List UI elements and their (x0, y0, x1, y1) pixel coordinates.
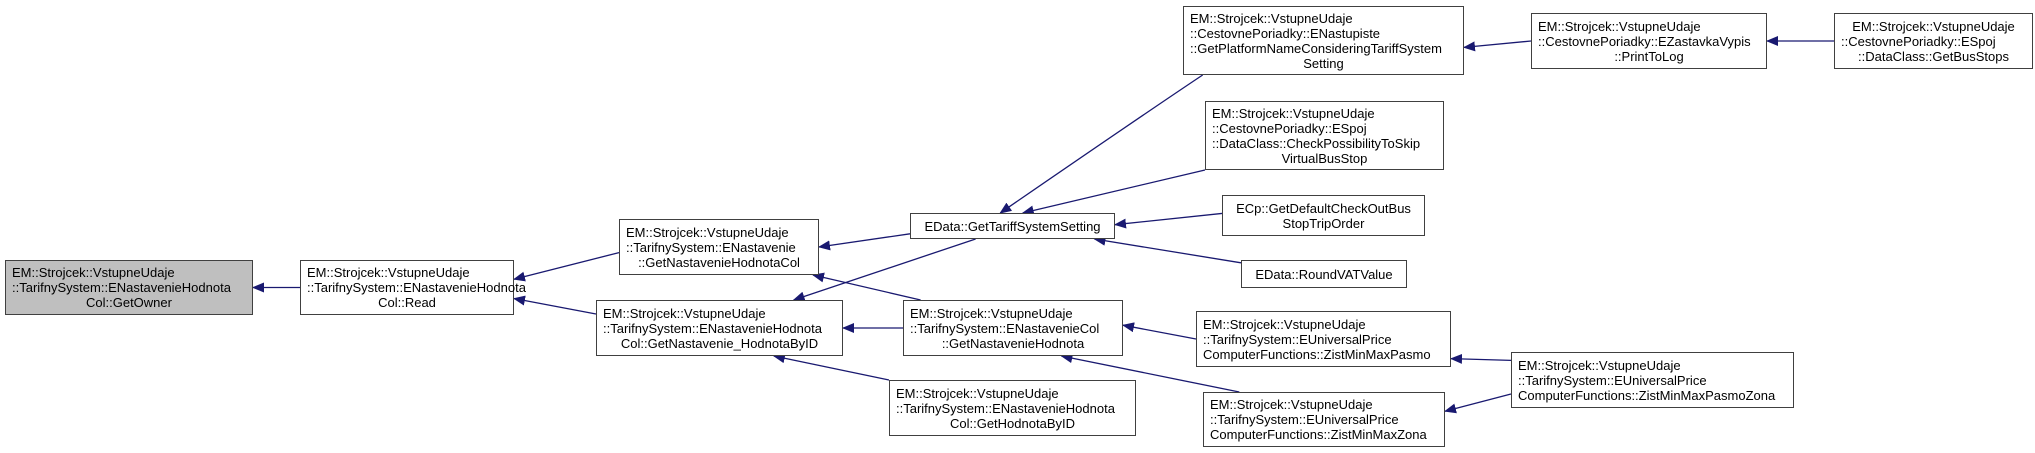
node-getnastaveniehodnota[interactable]: EM::Strojcek::VstupneUdaje ::TarifnySyst… (903, 300, 1123, 356)
node-label-line: VirtualBusStop (1281, 150, 1368, 166)
node-label-line: Col::Read (378, 295, 436, 310)
node-roundvatvalue[interactable]: EData::RoundVATValue (1241, 260, 1407, 288)
node-label-line: EM::Strojcek::VstupneUdaje (1212, 105, 1375, 121)
node-label-line: EM::Strojcek::VstupneUdaje (1190, 10, 1353, 26)
edge-printtolog-to-getplatformname (1463, 40, 1532, 52)
node-label-line: ::TarifnySystem::ENastavenieHodnota (603, 320, 822, 336)
node-label-line: ::GetPlatformNameConsideringTariffSystem (1190, 40, 1442, 56)
edge-getnastavenie_hodnotabyid-to-read (513, 295, 597, 315)
edge-getnastaveniehodnota-to-getnastaveniehodnotacol (812, 272, 921, 301)
node-label-line: ::PrintToLog (1614, 48, 1684, 64)
node-label-line: EM::Strojcek::VstupneUdaje (1538, 18, 1701, 34)
node-label-line: Col::GetHodnotaByID (949, 415, 1075, 431)
node-label-line: ECp::GetDefaultCheckOutBus (1236, 200, 1411, 216)
node-getbusstops[interactable]: EM::Strojcek::VstupneUdaje ::CestovnePor… (1834, 13, 2033, 69)
edge-getplatformname-to-gettariffsystemsetting (999, 74, 1204, 214)
edge-zistminmaxzona-to-getnastaveniehodnota (1060, 353, 1240, 393)
node-getnastavenie-hodnotabyid[interactable]: EM::Strojcek::VstupneUdaje ::TarifnySyst… (596, 300, 843, 356)
node-gethodnotabyid[interactable]: EM::Strojcek::VstupneUdaje ::TarifnySyst… (889, 380, 1136, 436)
edge-zistminmaxpasmozona-to-zistminmaxzona (1444, 393, 1512, 414)
edge-getdefaultcheckout-to-gettariffsystemsetting (1114, 212, 1223, 229)
node-label-line: EM::Strojcek::VstupneUdaje (896, 385, 1059, 401)
node-label-line: Col::GetOwner (86, 295, 172, 310)
node-label-line: StopTripOrder (1282, 215, 1365, 231)
node-label-line: ::GetNastavenieHodnotaCol (638, 254, 800, 270)
node-label-line: EM::Strojcek::VstupneUdaje (1852, 18, 2015, 34)
node-gettariffsystemsetting[interactable]: EData::GetTariffSystemSetting (910, 213, 1115, 239)
node-label-line: ::GetNastavenieHodnota (941, 335, 1085, 351)
node-label-line: ::TarifnySystem::ENastavenieHodnota (896, 400, 1115, 416)
edge-gettariffsystemsetting-to-getnastaveniehodnotacol (818, 233, 911, 251)
node-label-line: ::TarifnySystem::ENastavenieHodnota (12, 280, 231, 295)
node-getdefaultcheckout[interactable]: ECp::GetDefaultCheckOutBus StopTripOrder (1222, 195, 1425, 236)
node-label-line: ::TarifnySystem::EUniversalPrice (1203, 331, 1392, 347)
node-label-line: ::TarifnySystem::ENastavenieCol (910, 320, 1100, 336)
node-label-line: ::TarifnySystem::EUniversalPrice (1518, 372, 1707, 388)
node-printtolog[interactable]: EM::Strojcek::VstupneUdaje ::CestovnePor… (1531, 13, 1767, 69)
node-label-line: ::CestovnePoriadky::ESpoj (1841, 33, 1996, 49)
node-label-line: ::DataClass::CheckPossibilityToSkip (1212, 135, 1421, 151)
node-label-line: EM::Strojcek::VstupneUdaje (1210, 397, 1373, 412)
node-label-line: Setting (1303, 55, 1344, 71)
edge-zistminmaxpasmo-to-getnastaveniehodnota (1122, 322, 1197, 340)
edge-checkpossibility-to-gettariffsystemsetting (1021, 169, 1206, 216)
node-label-line: ComputerFunctions::ZistMinMaxPasmo (1203, 346, 1431, 362)
node-label-line: Col::GetNastavenie_HodnotaByID (620, 335, 819, 351)
node-label-line: EM::Strojcek::VstupneUdaje (603, 305, 766, 321)
node-label-line: ::CestovnePoriadky::EZastavkaVypis (1538, 33, 1751, 49)
node-label-line: ComputerFunctions::ZistMinMaxZona (1210, 427, 1427, 442)
node-label-line: ::TarifnySystem::ENastavenieHodnota (307, 280, 526, 295)
node-label-line: ::TarifnySystem::ENastavenie (626, 239, 796, 255)
node-label-line: ::TarifnySystem::EUniversalPrice (1210, 412, 1399, 427)
node-label-line: ::DataClass::GetBusStops (1857, 48, 2009, 64)
node-label-line: EData::GetTariffSystemSetting (924, 218, 1101, 234)
node-getnastaveniehodnotacol[interactable]: EM::Strojcek::VstupneUdaje ::TarifnySyst… (619, 219, 819, 275)
edge-gethodnotabyid-to-getnastavenie_hodnotabyid (772, 353, 890, 381)
edge-roundvatvalue-to-gettariffsystemsetting (1093, 235, 1242, 264)
node-label-line: EM::Strojcek::VstupneUdaje (307, 265, 470, 280)
node-zistminmaxpasmozona[interactable]: EM::Strojcek::VstupneUdaje ::TarifnySyst… (1511, 352, 1794, 408)
node-read[interactable]: EM::Strojcek::VstupneUdaje ::TarifnySyst… (300, 260, 526, 315)
node-checkpossibility[interactable]: EM::Strojcek::VstupneUdaje ::CestovnePor… (1205, 101, 1444, 170)
node-label-line: EM::Strojcek::VstupneUdaje (12, 265, 175, 280)
edge-zistminmaxpasmozona-to-zistminmaxpasmo (1450, 353, 1512, 364)
node-zistminmaxpasmo[interactable]: EM::Strojcek::VstupneUdaje ::TarifnySyst… (1196, 311, 1451, 367)
node-label-line: ComputerFunctions::ZistMinMaxPasmoZona (1518, 387, 1776, 403)
node-label-line: EM::Strojcek::VstupneUdaje (1518, 357, 1681, 373)
node-getowner[interactable]: EM::Strojcek::VstupneUdaje ::TarifnySyst… (5, 260, 253, 315)
node-label-line: EM::Strojcek::VstupneUdaje (910, 305, 1073, 321)
edge-gettariffsystemsetting-to-getnastavenie_hodnotabyid (792, 238, 976, 302)
node-label-line: ::CestovnePoriadky::ENastupiste (1190, 25, 1381, 41)
node-label-line: ::CestovnePoriadky::ESpoj (1212, 120, 1367, 136)
node-label-line: EM::Strojcek::VstupneUdaje (626, 224, 789, 240)
edge-getnastaveniehodnotacol-to-read (513, 251, 620, 282)
node-zistminmaxzona[interactable]: EM::Strojcek::VstupneUdaje ::TarifnySyst… (1203, 392, 1445, 447)
node-label-line: EData::RoundVATValue (1255, 266, 1393, 282)
node-label-line: EM::Strojcek::VstupneUdaje (1203, 316, 1366, 332)
node-getplatformname[interactable]: EM::Strojcek::VstupneUdaje ::CestovnePor… (1183, 6, 1464, 75)
